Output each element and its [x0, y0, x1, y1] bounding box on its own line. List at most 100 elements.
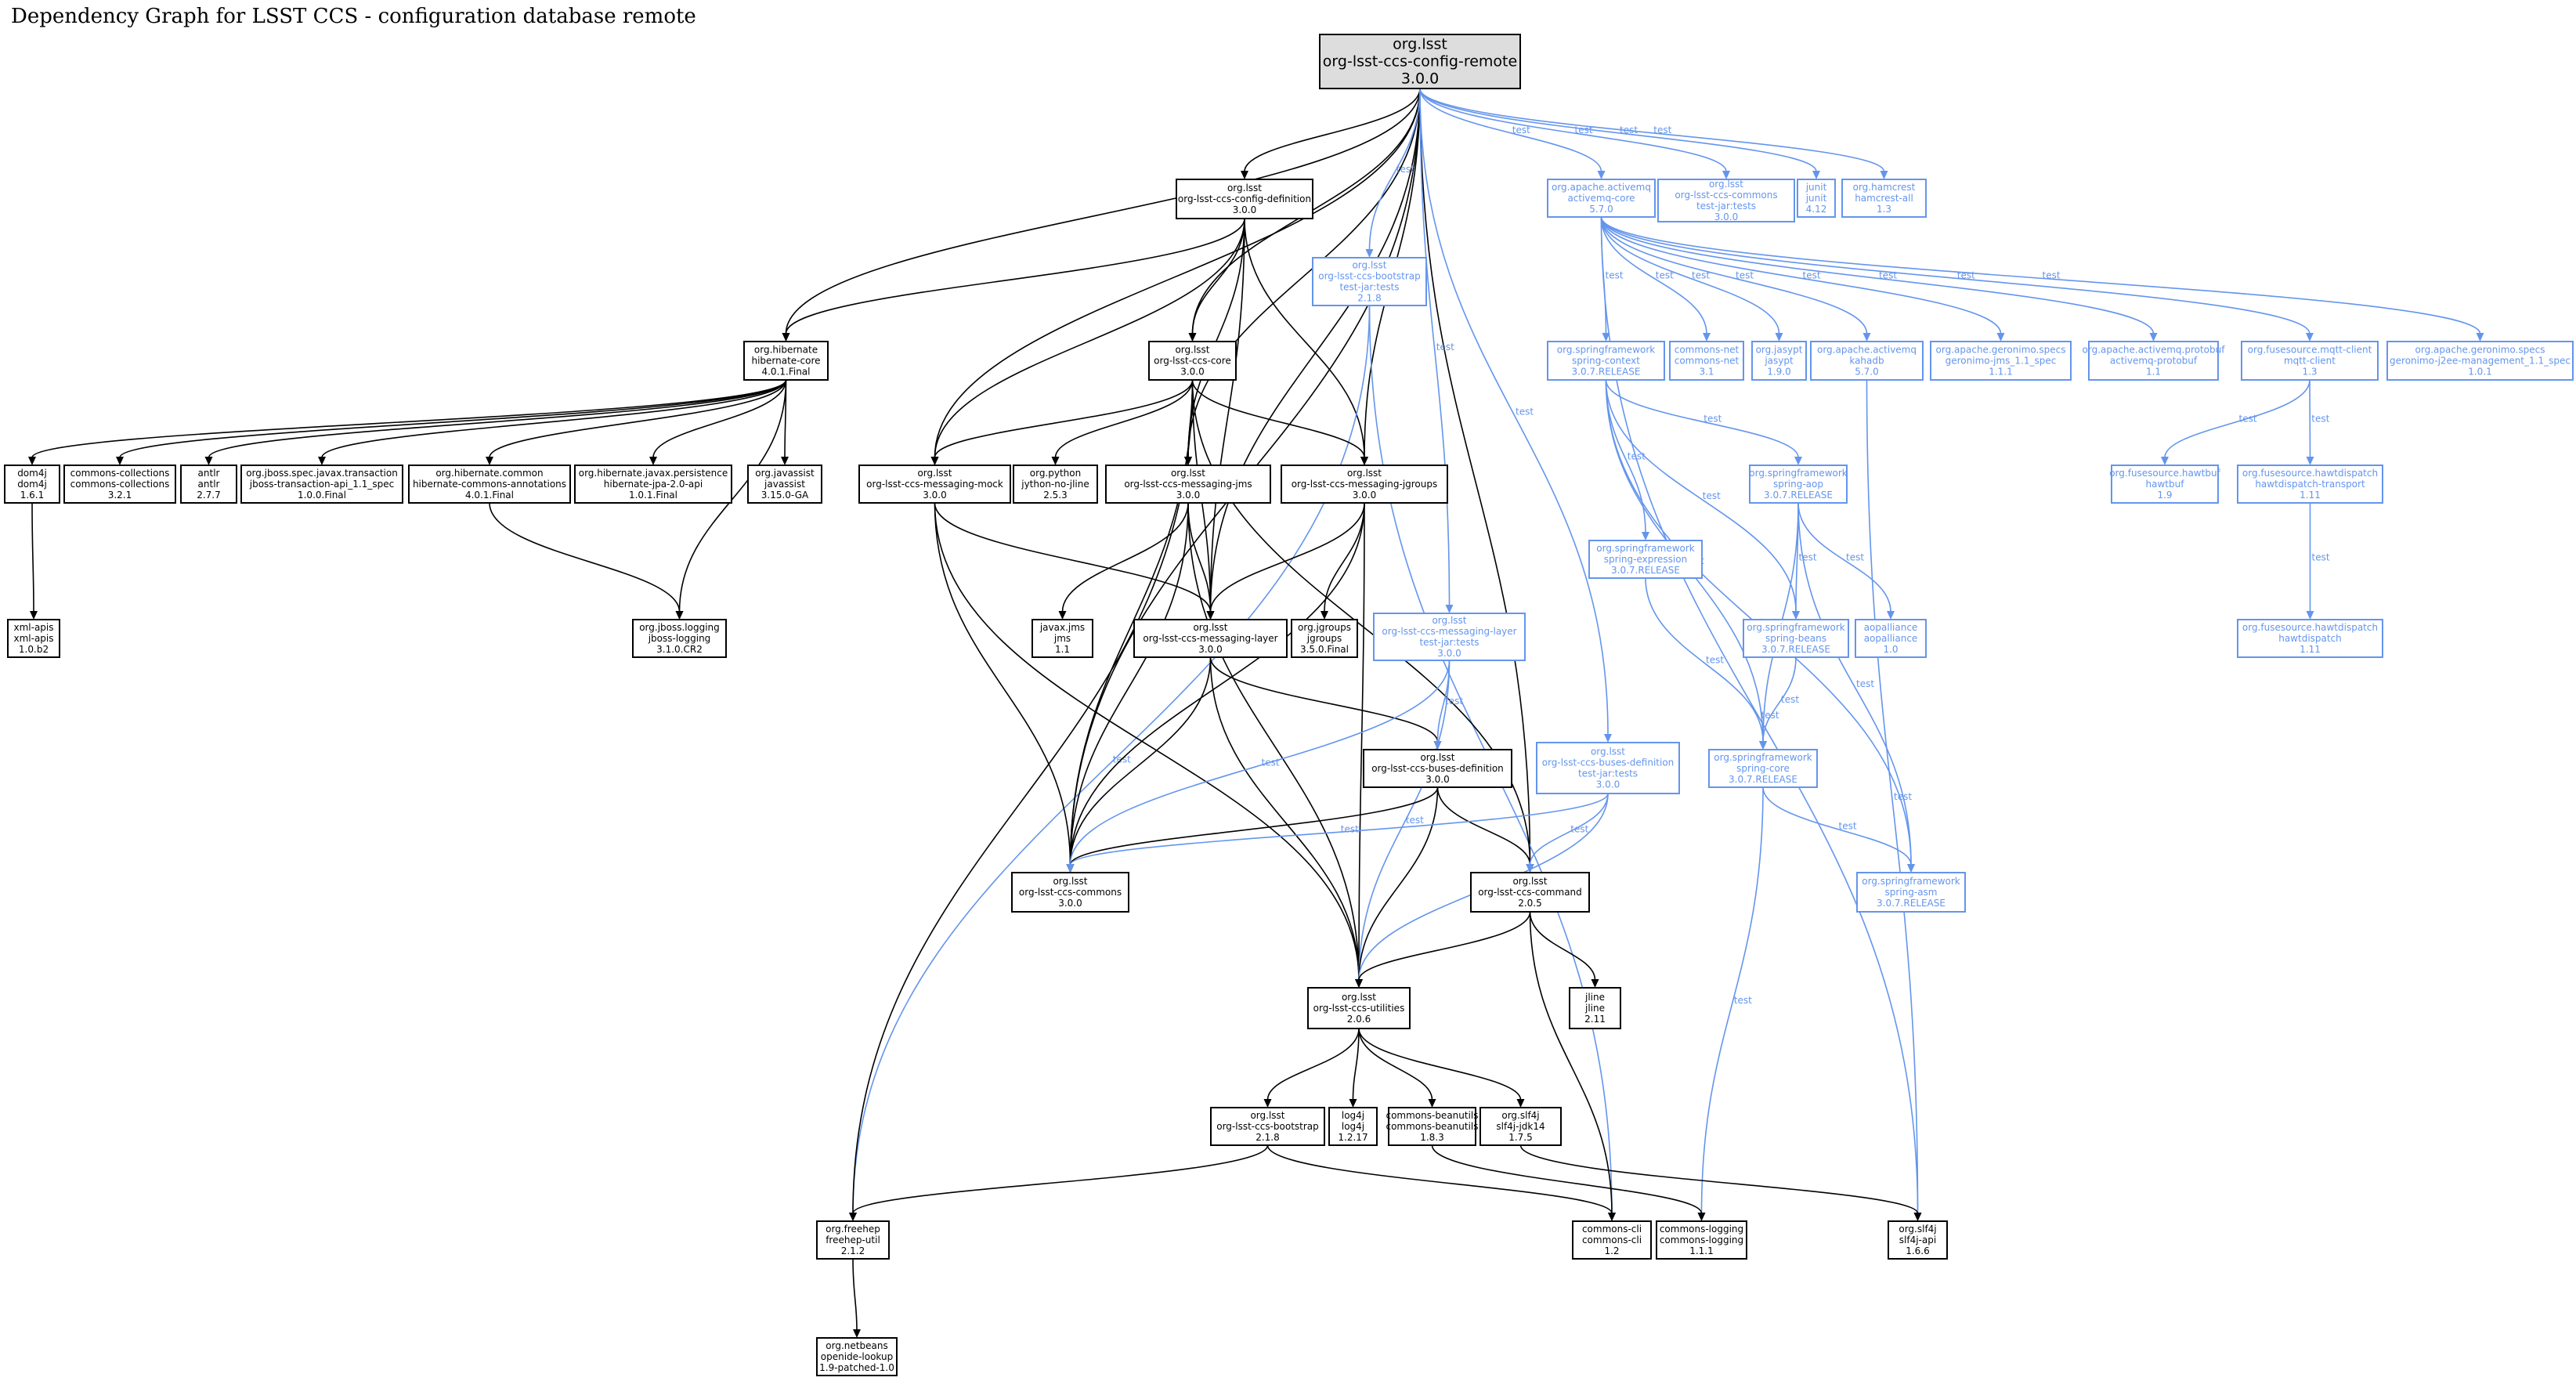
node-messaging-jgroups[interactable]: org.lsstorg-lsst-ccs-messaging-jgroups3.…	[1281, 465, 1448, 504]
node-version: 5.7.0	[1589, 204, 1613, 215]
node-jboss-tx[interactable]: org.jboss.spec.javax.transactionjboss-tr…	[240, 465, 403, 504]
node-geronimo-j2ee[interactable]: org.apache.geronimo.specsgeronimo-j2ee-m…	[2386, 341, 2574, 381]
node-box	[1176, 179, 1313, 219]
node-artifact-id: jboss-transaction-api_1.1_spec	[249, 479, 394, 490]
node-spring-asm[interactable]: org.springframeworkspring-asm3.0.7.RELEA…	[1856, 872, 1966, 913]
node-hibernate-annotations[interactable]: org.hibernate.commonhibernate-commons-an…	[408, 465, 571, 504]
edge-core-to-messaging-mock	[934, 379, 1194, 458]
edge-messaging-layer-tests-to-utilities	[1358, 660, 1451, 981]
edge-utilities-to-bootstrap	[1266, 1028, 1360, 1101]
node-spring-context[interactable]: org.springframeworkspring-context3.0.7.R…	[1547, 341, 1665, 381]
node-spring-expression[interactable]: org.springframeworkspring-expression3.0.…	[1588, 540, 1703, 579]
node-activemq-protobuf[interactable]: org.apache.activemq.protobufactivemq-pro…	[2083, 341, 2226, 381]
node-artifact-id: spring-aop	[1773, 479, 1823, 490]
edge-utilities-to-log4j	[1352, 1028, 1360, 1101]
node-version: 3.0.0	[1180, 366, 1205, 377]
node-hawtdispatch-transport[interactable]: org.fusesource.hawtdispatchhawtdispatch-…	[2237, 465, 2383, 504]
node-box	[1536, 742, 1680, 794]
node-hibernate-jpa[interactable]: org.hibernate.javax.persistencehibernate…	[574, 465, 732, 504]
node-box	[1479, 1107, 1562, 1146]
node-version: 3.0.7.RELEASE	[1761, 644, 1830, 655]
node-group-id: org.fusesource.hawtdispatch	[2242, 468, 2378, 479]
node-artifact-id: org-lsst-ccs-commons	[1019, 887, 1122, 898]
node-bootstrap-tests[interactable]: org.lsstorg-lsst-ccs-bootstraptest-jar:t…	[1312, 257, 1427, 306]
edge-label-test: test	[1957, 269, 1975, 280]
node-version: 3.0.0	[1198, 644, 1223, 655]
node-box	[1363, 749, 1512, 788]
node-geronimo-jms[interactable]: org.apache.geronimo.specsgeronimo-jms_1.…	[1930, 341, 2072, 381]
arrowhead-icon	[1516, 1099, 1525, 1108]
node-box	[2237, 465, 2383, 504]
node-messaging-layer[interactable]: org.lsstorg-lsst-ccs-messaging-layer3.0.…	[1133, 619, 1288, 658]
node-group-id: org.javassist	[755, 468, 815, 479]
node-config-definition[interactable]: org.lsstorg-lsst-ccs-config-definition3.…	[1176, 179, 1313, 219]
node-artifact-id: commons-collections	[70, 479, 170, 490]
node-buses-definition[interactable]: org.lsstorg-lsst-ccs-buses-definition3.0…	[1363, 749, 1512, 788]
edge-label-test: test	[1846, 551, 1864, 562]
node-hawtdispatch[interactable]: org.fusesource.hawtdispatchhawtdispatch1…	[2237, 619, 2383, 658]
edge-bootstrap-to-freehep	[852, 1144, 1269, 1214]
node-messaging-layer-tests[interactable]: org.lsstorg-lsst-ccs-messaging-layertest…	[1373, 613, 1526, 661]
node-artifact-id: dom4j	[17, 479, 47, 490]
node-artifact-id: kahadb	[1849, 355, 1884, 366]
node-version: 3.0.0	[1233, 204, 1257, 215]
node-artifact-id: test-jar:tests	[1696, 201, 1756, 211]
node-commons-tests[interactable]: org.lsstorg-lsst-ccs-commonstest-jar:tes…	[1657, 179, 1795, 222]
node-version: 1.6.1	[20, 490, 45, 501]
arrowhead-icon	[1058, 611, 1067, 620]
node-commons-collections[interactable]: commons-collectionscommons-collections3.…	[63, 465, 176, 504]
node-version: 1.1	[2146, 366, 2161, 377]
arrowhead-icon	[1907, 864, 1915, 873]
node-buses-definition-tests[interactable]: org.lsstorg-lsst-ccs-buses-definitiontes…	[1536, 742, 1680, 794]
edge-config-definition-to-messaging-jgroups	[1244, 218, 1365, 458]
node-spring-aop[interactable]: org.springframeworkspring-aop3.0.7.RELEA…	[1749, 465, 1848, 504]
node-box	[1281, 465, 1448, 504]
node-group-id: org.lsst	[1512, 876, 1547, 887]
node-openide-lookup[interactable]: org.netbeansopenide-lookup1.9-patched-1.…	[816, 1337, 898, 1376]
edge-messaging-mock-to-messaging-layer	[934, 502, 1212, 613]
node-spring-core[interactable]: org.springframeworkspring-core3.0.7.RELE…	[1708, 749, 1818, 788]
node-group-id: org.fusesource.hawtdispatch	[2242, 622, 2378, 633]
node-spring-beans[interactable]: org.springframeworkspring-beans3.0.7.REL…	[1743, 619, 1849, 658]
edge-hibernate-annotations-to-jboss-logging	[489, 502, 681, 613]
node-box	[180, 465, 237, 504]
edge-messaging-layer-to-buses-definition	[1209, 656, 1439, 743]
edge-label-test: test	[1706, 654, 1724, 665]
edge-hibernate-core-to-dom4j	[31, 379, 787, 458]
arrowhead-icon	[649, 457, 657, 465]
